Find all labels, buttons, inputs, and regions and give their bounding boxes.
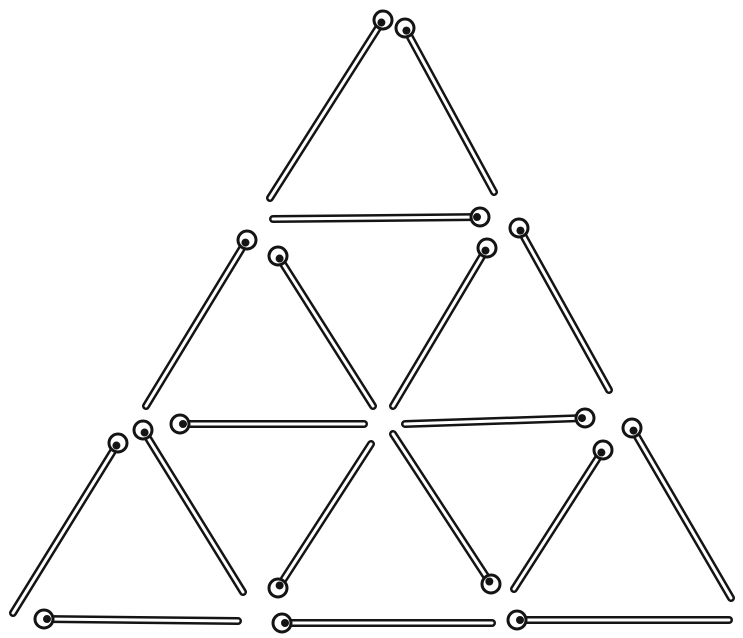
matchstick [269,247,373,406]
matchsticks-group [13,11,731,632]
matchstick [393,239,496,406]
matchstick [13,434,127,613]
matchstick [393,434,500,593]
matchstick [134,421,243,592]
matchstick [623,419,731,598]
matchstick [146,231,256,406]
matchstick [35,610,238,628]
matchstick [273,614,492,632]
matchstick [273,208,489,226]
matchstick [396,19,494,192]
matchstick [270,11,392,198]
matchstick [514,441,612,589]
matchstick [508,611,729,629]
matchstick [510,219,609,390]
matchstick [269,444,371,597]
matchstick [405,409,594,427]
matchstick [171,415,364,433]
